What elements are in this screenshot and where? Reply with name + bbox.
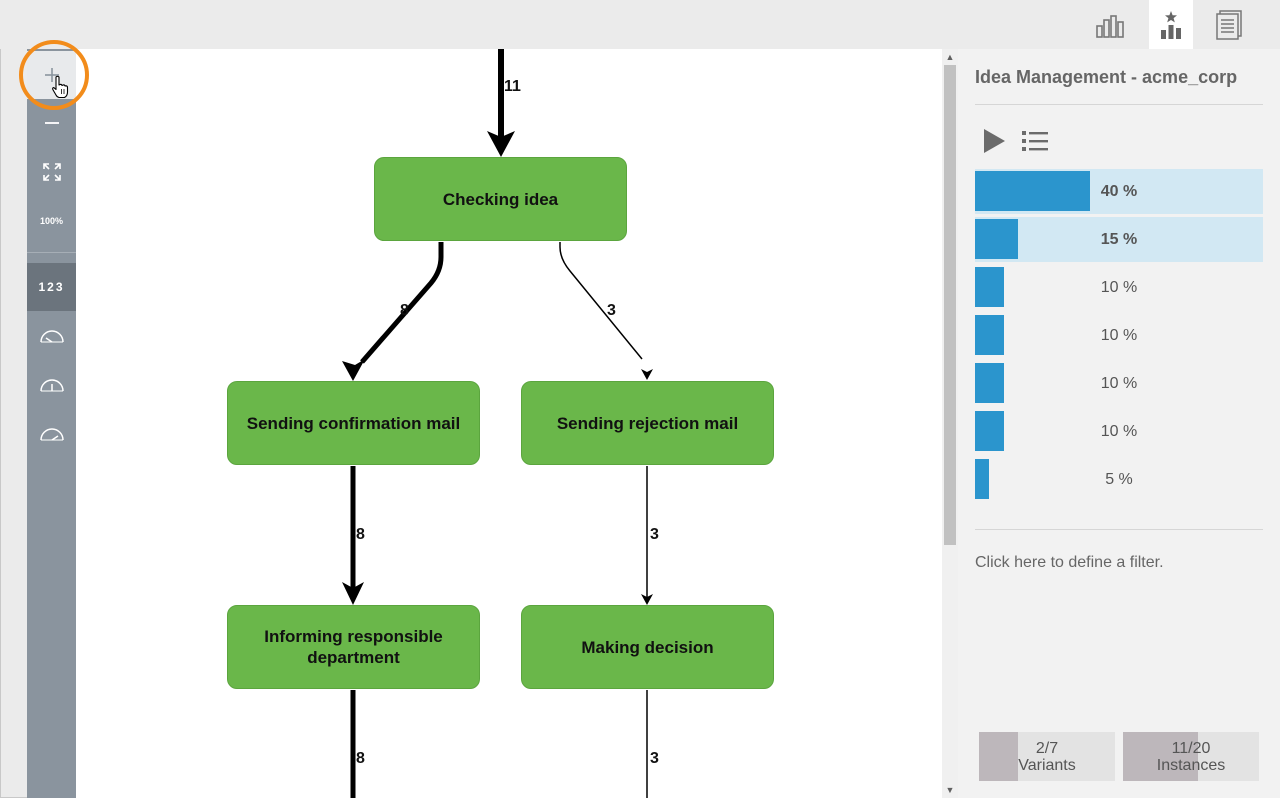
scroll-down-icon[interactable]: ▼ xyxy=(945,785,955,795)
gauge-low-icon xyxy=(39,330,64,343)
edge-label: 11 xyxy=(504,78,521,95)
variant-bar xyxy=(975,267,1004,307)
arrowhead-inform xyxy=(342,582,364,605)
variants-counter-text: 2/7 Variants xyxy=(979,740,1115,774)
show-numbers-button[interactable]: 123 xyxy=(27,263,76,311)
variant-row[interactable]: 10 % xyxy=(975,313,1263,358)
list-icon xyxy=(1022,131,1048,151)
variant-row[interactable]: 15 % xyxy=(975,217,1263,262)
speed-fast-button[interactable] xyxy=(27,410,76,458)
zoom-100-button[interactable]: 100% xyxy=(27,197,76,245)
instances-counter[interactable]: 11/20 Instances xyxy=(1123,732,1259,781)
fit-to-screen-button[interactable] xyxy=(27,148,76,196)
variant-bar xyxy=(975,219,1018,259)
scroll-up-icon[interactable]: ▲ xyxy=(945,52,955,62)
variant-bar xyxy=(975,363,1004,403)
expand-icon xyxy=(42,163,61,181)
arrowhead-reject xyxy=(641,369,653,380)
edge-label: 8 xyxy=(356,526,365,543)
toolbar-divider xyxy=(27,252,76,253)
variant-bar xyxy=(975,411,1004,451)
variant-percent: 10 % xyxy=(1100,279,1138,296)
edge-checking-confirm xyxy=(360,242,444,364)
speed-medium-button[interactable] xyxy=(27,361,76,409)
variant-row[interactable]: 10 % xyxy=(975,409,1263,454)
variants-counter[interactable]: 2/7 Variants xyxy=(979,732,1115,781)
variant-row[interactable]: 10 % xyxy=(975,361,1263,406)
variant-row[interactable]: 10 % xyxy=(975,265,1263,310)
variant-percent: 10 % xyxy=(1100,327,1138,344)
diagram-scrollbar[interactable]: ▲ ▼ xyxy=(942,49,958,798)
variant-bar xyxy=(975,459,989,499)
edge-label: 3 xyxy=(650,526,659,543)
list-view-button[interactable] xyxy=(1022,130,1048,157)
document-icon xyxy=(1216,9,1242,40)
instances-counter-fill xyxy=(1123,732,1198,781)
variants-count: 2/7 xyxy=(1035,740,1059,757)
edge-label: 3 xyxy=(607,302,616,319)
variant-percent: 10 % xyxy=(1100,423,1138,440)
variants-panel: Idea Management - acme_corp 40 % 15 % 10… xyxy=(958,49,1280,798)
variant-row[interactable]: 40 % xyxy=(975,169,1263,214)
variant-percent: 15 % xyxy=(1100,231,1138,248)
variant-percent: 10 % xyxy=(1100,375,1138,392)
node-informing-responsible-department[interactable]: Informing responsible department xyxy=(227,605,480,689)
gauge-high-icon xyxy=(39,428,64,441)
gauge-medium-icon xyxy=(39,379,64,392)
plus-icon xyxy=(44,68,59,82)
speed-slow-button[interactable] xyxy=(27,312,76,360)
instances-label: Instances xyxy=(1156,757,1226,774)
process-diagram-canvas[interactable]: Checking idea Sending confirmation mail … xyxy=(76,49,942,798)
document-button[interactable] xyxy=(1207,0,1251,49)
variants-label: Variants xyxy=(1018,757,1076,774)
panel-title: Idea Management - acme_corp xyxy=(975,67,1238,87)
edge-checking-reject xyxy=(559,242,643,360)
diagram-edges xyxy=(342,49,653,798)
play-icon xyxy=(984,129,1005,153)
favorites-chart-icon xyxy=(1161,10,1181,39)
edge-label: 8 xyxy=(400,302,409,319)
statistics-button[interactable] xyxy=(1089,0,1133,49)
show-numbers-label: 123 xyxy=(38,280,65,294)
node-checking-idea[interactable]: Checking idea xyxy=(374,157,627,241)
minus-icon xyxy=(44,122,59,124)
node-sending-confirmation-mail[interactable]: Sending confirmation mail xyxy=(227,381,480,465)
statistics-icon xyxy=(1096,14,1124,38)
arrowhead-confirm xyxy=(342,359,365,381)
zoom-out-button[interactable] xyxy=(27,99,76,147)
variant-percent: 5 % xyxy=(1105,471,1133,488)
node-sending-rejection-mail[interactable]: Sending rejection mail xyxy=(521,381,774,465)
instances-count: 11/20 xyxy=(1171,740,1211,757)
variant-bar xyxy=(975,315,1004,355)
edge-label: 8 xyxy=(356,750,365,767)
arrowhead-decide xyxy=(641,594,653,605)
instances-counter-text: 11/20 Instances xyxy=(1123,740,1259,774)
edge-label: 3 xyxy=(650,750,659,767)
variant-row[interactable]: 5 % xyxy=(975,457,1263,502)
define-filter-link[interactable]: Click here to define a filter. xyxy=(975,554,1164,571)
zoom-100-label: 100% xyxy=(39,216,64,226)
top-bar xyxy=(0,0,1280,49)
panel-divider xyxy=(975,529,1263,530)
variant-percent: 40 % xyxy=(1100,183,1138,200)
scrollbar-thumb[interactable] xyxy=(944,65,956,545)
variants-counter-fill xyxy=(979,732,1018,781)
hand-cursor-icon xyxy=(52,75,69,99)
arrowhead-checking xyxy=(487,131,515,157)
favorites-chart-button[interactable] xyxy=(1149,0,1193,49)
diagram-toolbar: 100% 123 xyxy=(27,49,76,798)
variant-bar xyxy=(975,171,1090,211)
node-making-decision[interactable]: Making decision xyxy=(521,605,774,689)
play-button[interactable] xyxy=(982,128,1006,159)
panel-divider xyxy=(975,104,1263,105)
